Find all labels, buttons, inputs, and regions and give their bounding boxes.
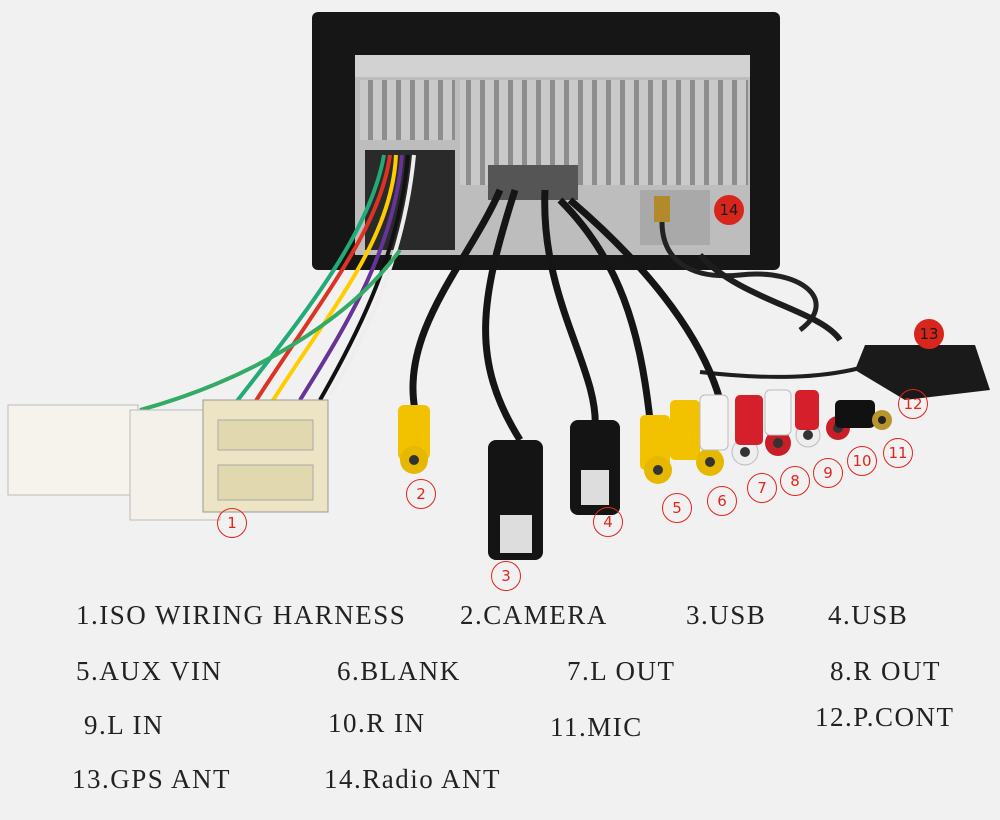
legend-4: 4.USB — [828, 600, 909, 630]
legend-2: 2.CAMERA — [460, 600, 608, 630]
callout-13: 13 — [914, 319, 944, 349]
callout-9: 9 — [813, 458, 843, 488]
iso-connectors — [7, 399, 329, 521]
legend-3: 3.USB — [686, 600, 767, 630]
legend-10: 10.R IN — [328, 708, 426, 738]
legend-11: 11.MIC — [550, 712, 643, 742]
callout-4: 4 — [593, 507, 623, 537]
legend-5: 5.AUX VIN — [76, 656, 223, 686]
legend-9: 9.L IN — [84, 710, 164, 740]
callout-11: 11 — [883, 438, 913, 468]
callout-7: 7 — [747, 473, 777, 503]
usb-plug-3 — [488, 440, 543, 560]
callout-2: 2 — [406, 479, 436, 509]
callout-3: 3 — [491, 561, 521, 591]
radio-antenna-connector — [654, 196, 843, 342]
legend-14: 14.Radio ANT — [324, 764, 501, 794]
callout-14: 14 — [714, 195, 744, 225]
gps-antenna — [699, 345, 990, 400]
legend-8: 8.R OUT — [830, 656, 941, 686]
callout-8: 8 — [780, 466, 810, 496]
rca-jacks — [640, 389, 892, 484]
callout-5: 5 — [662, 493, 692, 523]
legend-7: 7.L OUT — [567, 656, 676, 686]
usb-plug-4 — [570, 420, 620, 515]
legend-13: 13.GPS ANT — [72, 764, 232, 794]
product-photo — [7, 12, 990, 560]
callout-10: 10 — [847, 446, 877, 476]
legend-1: 1.ISO WIRING HARNESS — [76, 600, 407, 630]
camera-rca — [398, 405, 430, 474]
black-cables — [409, 188, 724, 442]
callout-12: 12 — [898, 389, 928, 419]
callout-6: 6 — [707, 486, 737, 516]
legend-6: 6.BLANK — [337, 656, 461, 686]
legend-12: 12.P.CONT — [815, 702, 955, 732]
harness-wires — [139, 154, 416, 412]
callout-1: 1 — [217, 508, 247, 538]
